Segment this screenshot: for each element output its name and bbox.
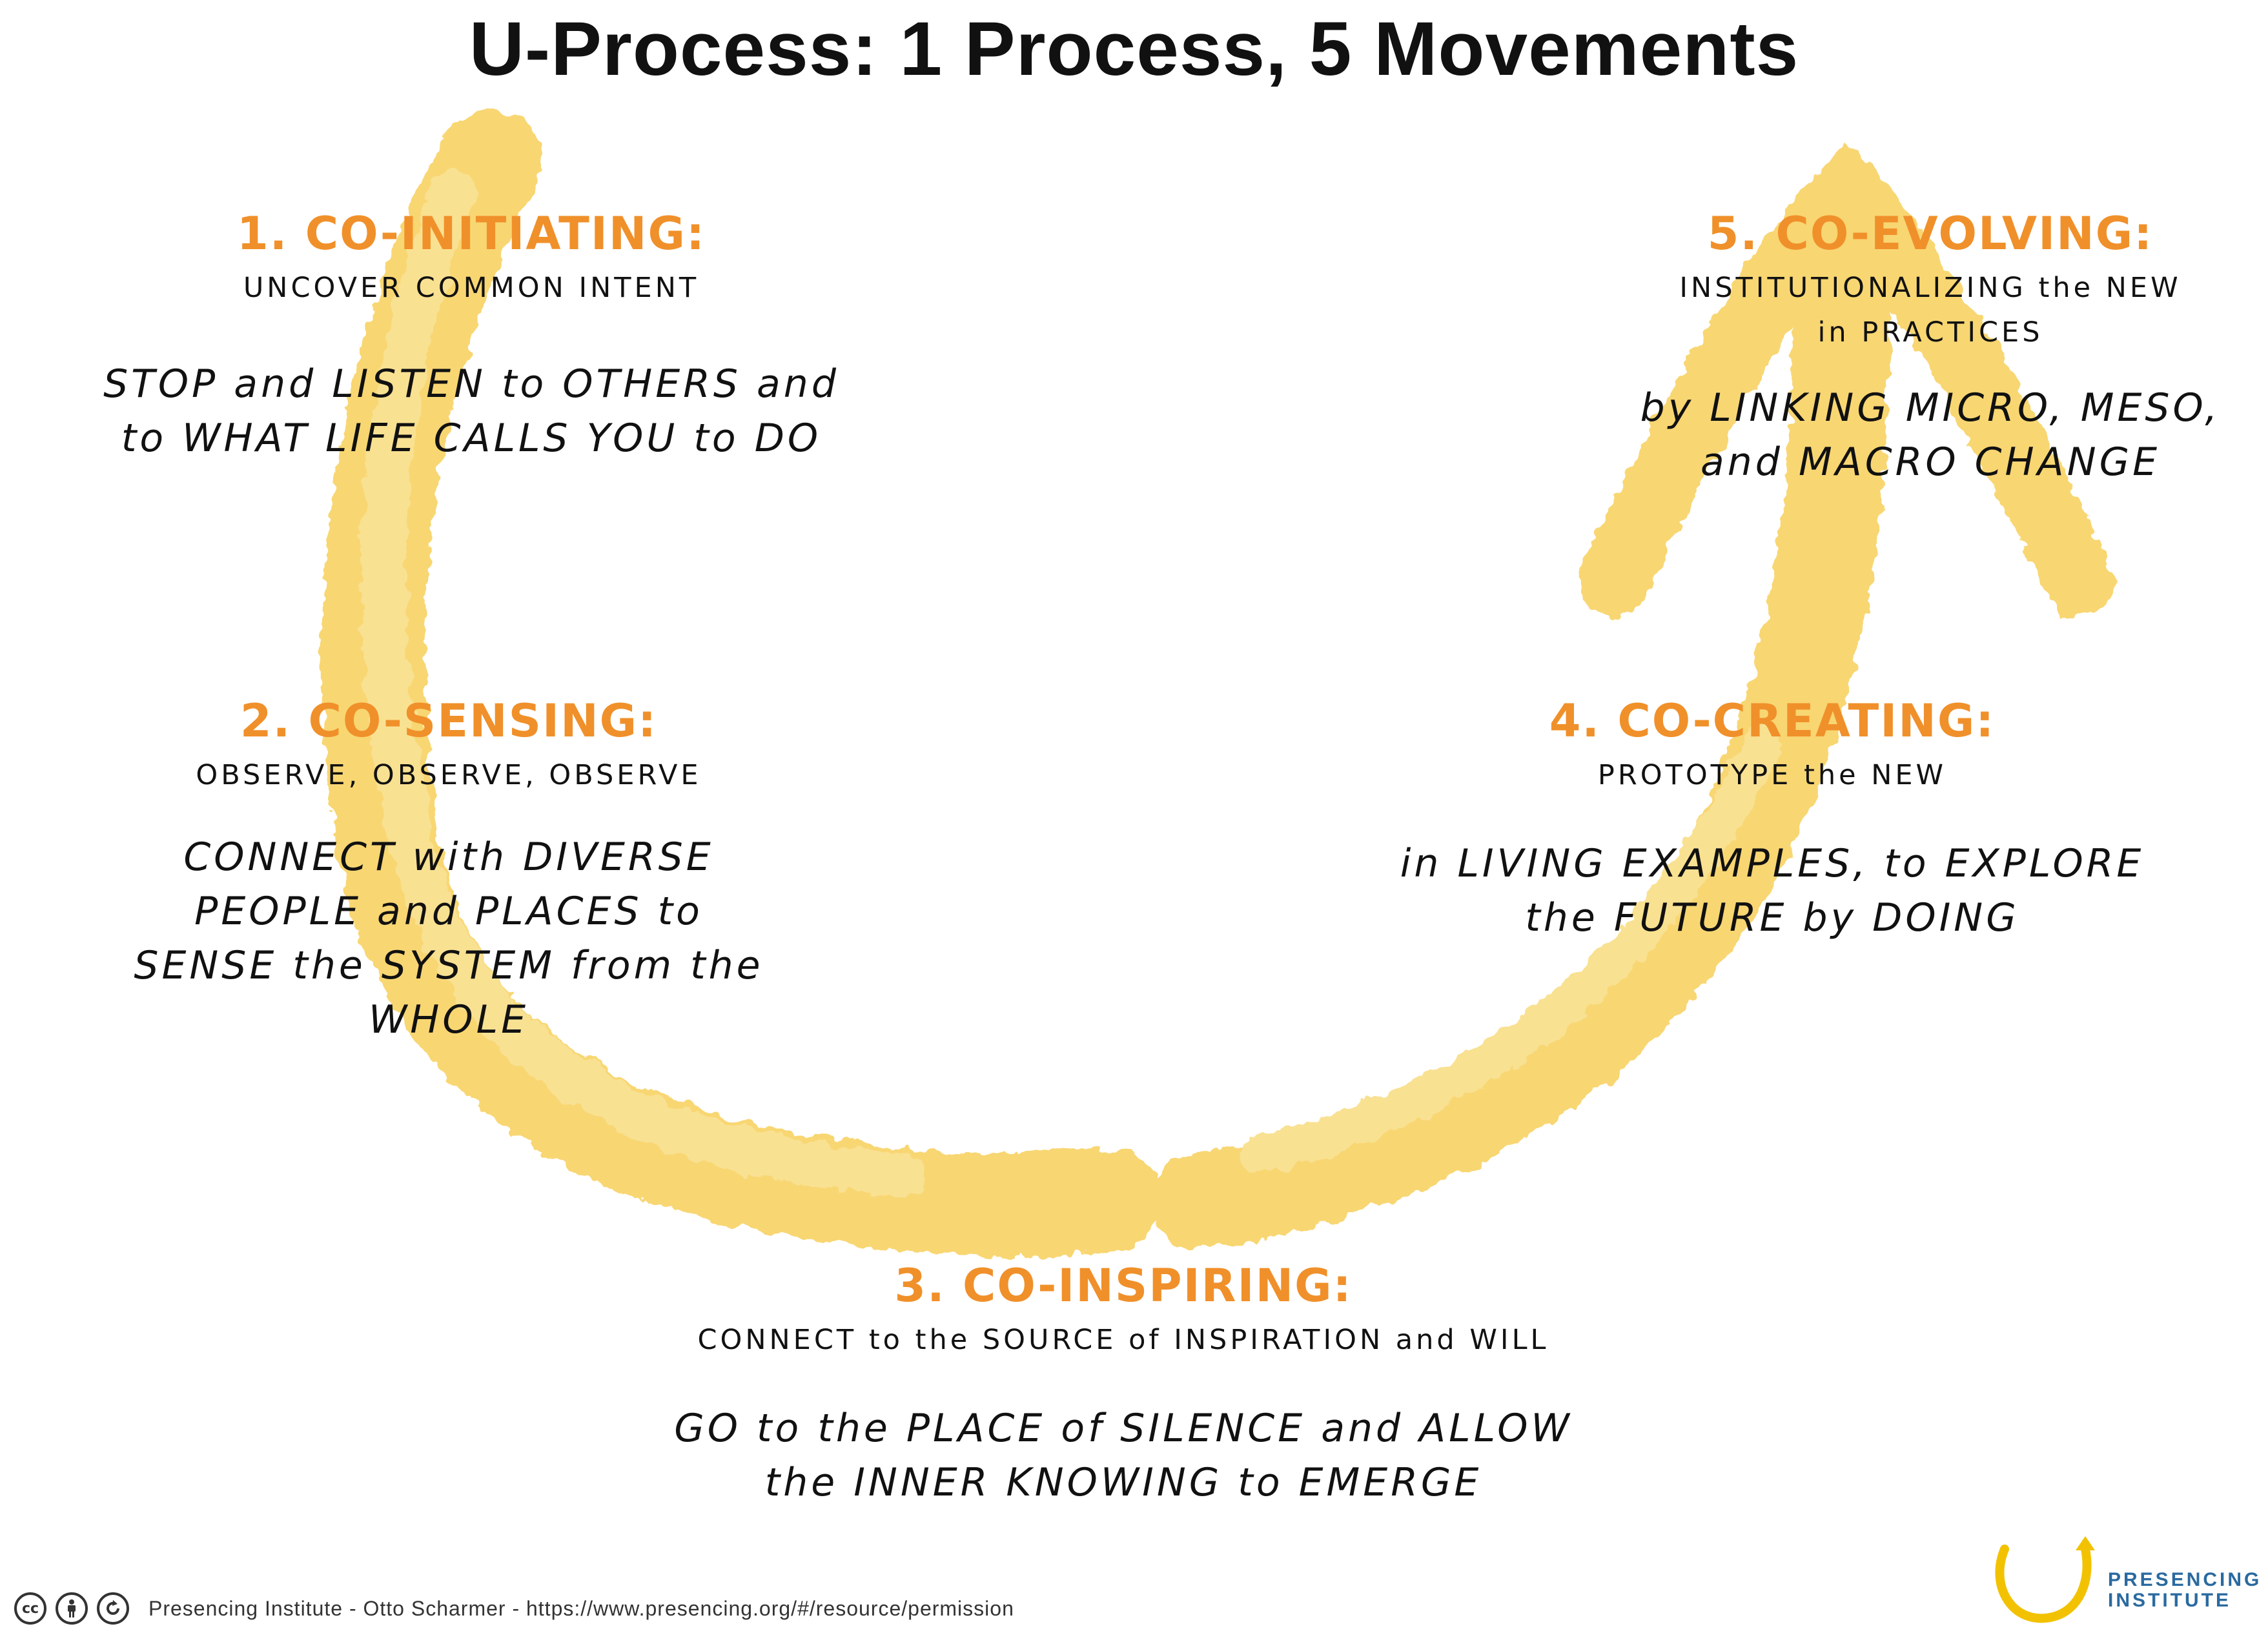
movement-subtitle: CONNECT to the SOURCE of INSPIRATION and… bbox=[697, 1324, 1549, 1356]
logo-text: PRESENCING INSTITUTE bbox=[2108, 1569, 2262, 1611]
movement-description: in LIVING EXAMPLES, to EXPLORE the FUTUR… bbox=[1400, 840, 2145, 940]
movement-heading: 3. CO-INSPIRING: bbox=[894, 1259, 1353, 1312]
page-title: U-Process: 1 Process, 5 Movements bbox=[469, 6, 1799, 92]
share-alike-icon bbox=[97, 1592, 129, 1625]
movement-description: STOP and LISTEN to OTHERS and to WHAT LI… bbox=[103, 361, 839, 461]
u-right-arm bbox=[1152, 184, 1890, 1249]
movement-co-sensing: 2. CO-SENSING: OBSERVE, OBSERVE, OBSERVE… bbox=[58, 694, 839, 1047]
u-arrow-head bbox=[1578, 141, 2114, 616]
movement-heading: 5. CO-EVOLVING: bbox=[1707, 207, 2154, 260]
movement-description: by LINKING MICRO, MESO, and MACRO CHANGE bbox=[1640, 385, 2221, 485]
movement-subtitle: UNCOVER COMMON INTENT bbox=[243, 272, 700, 304]
movement-subtitle: INSTITUTIONALIZING the NEW in PRACTICES bbox=[1679, 272, 2181, 349]
movement-heading: 2. CO-SENSING: bbox=[240, 694, 658, 747]
movement-subtitle: OBSERVE, OBSERVE, OBSERVE bbox=[196, 759, 702, 791]
movement-subtitle: PROTOTYPE the NEW bbox=[1597, 759, 1947, 791]
creative-commons-icon: cc bbox=[14, 1592, 46, 1625]
movement-co-creating: 4. CO-CREATING: PROTOTYPE the NEW in LIV… bbox=[1330, 694, 2214, 945]
attribution-icon bbox=[56, 1592, 88, 1625]
movement-description: CONNECT with DIVERSE PEOPLE and PLACES t… bbox=[134, 834, 764, 1042]
presencing-institute-logo: PRESENCING INSTITUTE bbox=[1988, 1536, 2260, 1633]
movement-heading: 4. CO-CREATING: bbox=[1549, 694, 1996, 747]
u-bottom-point bbox=[1070, 1161, 1125, 1215]
credit-text: Presencing Institute - Otto Scharmer - h… bbox=[148, 1596, 1014, 1620]
movement-co-inspiring: 3. CO-INSPIRING: CONNECT to the SOURCE o… bbox=[504, 1259, 1743, 1510]
movement-description: GO to the PLACE of SILENCE and ALLOW the… bbox=[674, 1405, 1573, 1505]
movement-heading: 1. CO-INITIATING: bbox=[237, 207, 706, 260]
movement-co-evolving: 5. CO-EVOLVING: INSTITUTIONALIZING the N… bbox=[1524, 207, 2268, 489]
movement-co-initiating: 1. CO-INITIATING: UNCOVER COMMON INTENT … bbox=[65, 207, 878, 465]
logo-arc-icon bbox=[1995, 1536, 2095, 1623]
license-footer: cc Presencing Institute - Otto Scharmer … bbox=[14, 1589, 1014, 1628]
